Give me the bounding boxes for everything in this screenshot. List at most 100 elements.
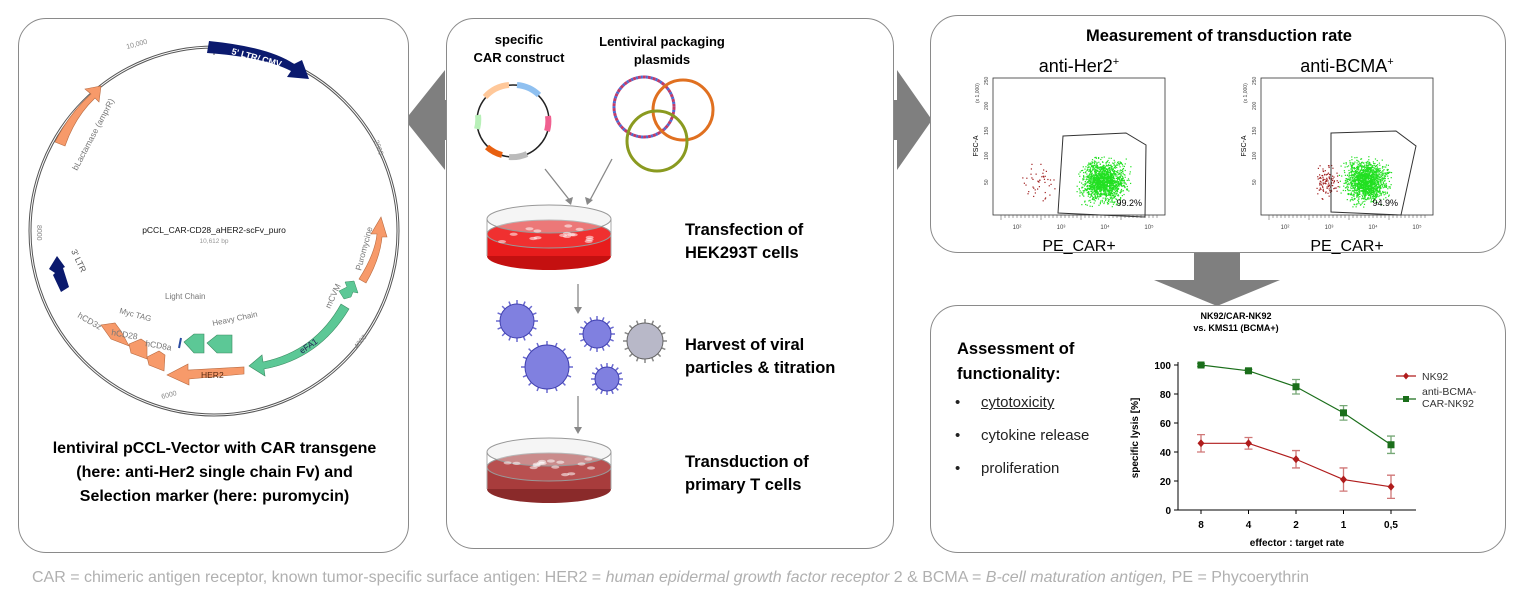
feature-label: Myc TAG	[118, 306, 152, 323]
legend-marker	[1403, 372, 1409, 380]
bullet-proliferation: proliferation	[955, 460, 1060, 477]
y-axis-label: specific lysis [%]	[1130, 398, 1141, 479]
her2-arrow	[166, 363, 245, 386]
caption-line: lentiviral pCCL-Vector with CAR transgen…	[52, 440, 377, 457]
feature-label: hCD28	[111, 327, 139, 341]
measurement-title: Measurement of transduction rate	[1086, 27, 1352, 45]
workflow-graphics	[474, 75, 715, 503]
y-tick-label: 100	[1154, 361, 1171, 372]
flow-plot: anti-BCMA+FSC-A(x 1,000)5010015020025010…	[1241, 56, 1434, 254]
legend-label: anti-BCMA-	[1422, 386, 1477, 398]
step-line: particles & titration	[685, 359, 836, 377]
chart-title: NK92/CAR-NK92	[1200, 311, 1271, 321]
plasmid-name: pCCL_CAR-CD28_aHER2-scFv_puro	[142, 225, 286, 235]
legend-label: NK92	[1422, 371, 1448, 383]
virus-icon	[591, 363, 623, 395]
plasmid-map: 10,000 2000 4000 6000 8000 5' LTR/ CMV b…	[28, 39, 400, 417]
x-tick-label: 0,5	[1384, 520, 1398, 531]
bullet-cytotoxicity: cytotoxicity	[955, 394, 1054, 411]
y-tick-label: 150	[1252, 126, 1258, 135]
series-0: NK92	[1197, 371, 1448, 500]
ltr3-arrow	[49, 256, 69, 292]
data-point	[1197, 439, 1205, 448]
caption-line: Selection marker (here: puromycin)	[79, 488, 350, 505]
y-tick-label: 50	[984, 179, 990, 185]
hcd3z-arrow	[100, 322, 130, 347]
heading-line: functionality:	[957, 365, 1061, 383]
tick-label: 2000	[372, 139, 384, 156]
x-tick-label: 10³	[1057, 225, 1066, 231]
hcd8a-arrow	[146, 350, 166, 372]
step-line: primary T cells	[685, 476, 802, 494]
x-tick-label: 10⁴	[1100, 224, 1110, 231]
x-tick-label: 4	[1246, 520, 1252, 531]
feature-label: Light Chain	[165, 292, 205, 301]
data-point	[1245, 367, 1252, 375]
flow-plot-xlabel: PE_CAR+	[1042, 238, 1115, 254]
blactamase-arrow	[54, 85, 102, 147]
data-point	[1340, 475, 1347, 484]
y-tick-label: 200	[1252, 101, 1258, 110]
feature-label: 3' LTR	[69, 248, 88, 274]
y-tick-label: 200	[984, 101, 990, 110]
step-line: Transfection of	[685, 221, 804, 239]
footer-text: 2 & BCMA =	[889, 569, 986, 586]
gate-percent: 99.2%	[1116, 198, 1142, 208]
x-tick-label: 10⁴	[1368, 224, 1378, 231]
series-1: anti-BCMA-CAR-NK92	[1197, 361, 1477, 455]
virus-icon	[579, 316, 615, 352]
step-transduction: Transduction of primary T cells	[685, 451, 809, 497]
y-tick-label: 80	[1160, 390, 1172, 401]
gate	[1330, 130, 1417, 216]
label-line: Lentiviral packaging	[599, 34, 725, 49]
data-point	[1292, 383, 1300, 391]
arrow-left	[405, 70, 450, 170]
series-line	[1200, 364, 1392, 446]
efa1-arrow	[248, 303, 350, 377]
legend-label: CAR-NK92	[1422, 398, 1474, 410]
measurement-panel: Measurement of transduction rate anti-He…	[930, 15, 1506, 254]
chart-title: vs. KMS11 (BCMA+)	[1193, 323, 1278, 333]
y-tick-label: 250	[984, 76, 990, 85]
data-point	[1292, 455, 1300, 464]
x-tick-label: 2	[1293, 520, 1299, 531]
heavy-chain-arrow	[206, 334, 233, 354]
step-line: HEK293T cells	[685, 244, 799, 262]
flow-plot-ylabel: FSC-A	[1241, 135, 1248, 156]
y-tick-label: 100	[1252, 151, 1258, 160]
gate	[1057, 132, 1147, 218]
virus-icon	[623, 319, 667, 363]
petri-dish-red	[486, 204, 612, 270]
feature-label: hCD8a	[145, 338, 173, 352]
x-tick-label: 1	[1341, 520, 1347, 531]
plasmid-panel: 10,000 2000 4000 6000 8000 5' LTR/ CMV b…	[18, 18, 409, 553]
data-point	[1197, 361, 1205, 369]
footer-text: CAR = chimeric antigen receptor, known t…	[32, 569, 606, 586]
data-point	[1387, 482, 1395, 491]
virus-particles	[496, 300, 667, 395]
y-tick-label: 20	[1160, 477, 1172, 488]
plasmid-caption: lentiviral pCCL-Vector with CAR transgen…	[19, 437, 410, 509]
x-tick-label: 10²	[1013, 225, 1022, 231]
flow-plot: anti-Her2+FSC-A(x 1,000)5010015020025010…	[973, 56, 1166, 254]
y-tick-label: 100	[984, 151, 990, 160]
step-line: Transduction of	[685, 453, 809, 471]
y-tick-label: 250	[1252, 76, 1258, 85]
ltr5-arrow	[207, 41, 309, 79]
x-tick-label: 10⁵	[1144, 224, 1154, 231]
data-point	[1387, 441, 1395, 449]
arrow-right	[892, 70, 932, 170]
hcd28-arrow	[128, 338, 148, 360]
flow-plot-yunit: (x 1,000)	[975, 83, 981, 103]
y-tick-label: 50	[1252, 179, 1258, 185]
gate-percent: 94.9%	[1372, 198, 1398, 208]
light-chain-arrow	[183, 333, 205, 354]
feature-label: hCD3z	[76, 310, 104, 332]
myc-tag-mark	[178, 337, 182, 349]
y-tick-label: 40	[1160, 448, 1172, 459]
footer-term: human epidermal growth factor receptor	[605, 569, 890, 586]
